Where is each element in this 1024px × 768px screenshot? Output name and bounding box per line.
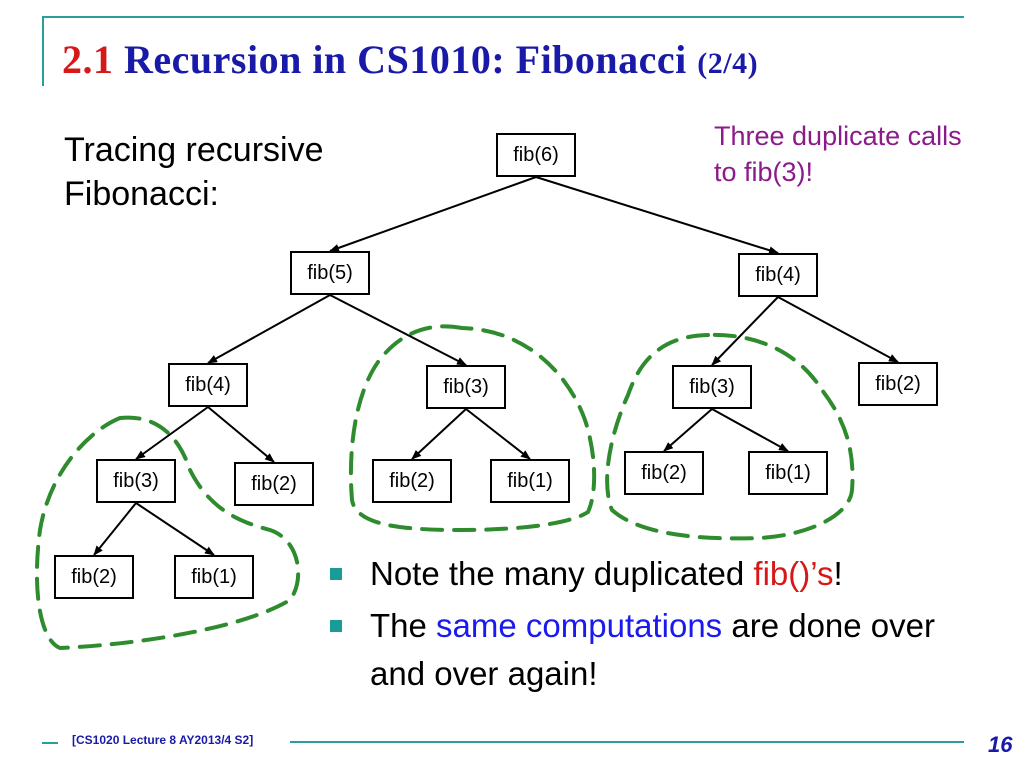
tree-node-n2r: fib(2) bbox=[624, 451, 704, 495]
tree-node-n1r: fib(1) bbox=[748, 451, 828, 495]
tree-node-n2ll: fib(2) bbox=[54, 555, 134, 599]
title-number: 2.1 bbox=[62, 37, 114, 82]
footer-label: [CS1020 Lecture 8 AY2013/4 S2] bbox=[72, 733, 254, 747]
dashed-outline-fib3-middle bbox=[348, 324, 597, 533]
bullet-text-part: The bbox=[370, 607, 437, 644]
tree-node-n6: fib(6) bbox=[496, 133, 576, 177]
bullet-text-part: same computations bbox=[436, 607, 723, 644]
edge-n3l-to-n2ll bbox=[93, 502, 137, 556]
intro-text: Tracing recursive Fibonacci: bbox=[64, 131, 324, 213]
edge-n5-to-n3m bbox=[329, 294, 467, 366]
duplicate-subtree-outlines bbox=[34, 324, 855, 651]
bullet-item: The same computations are done over and … bbox=[330, 602, 990, 698]
bullet-text-part: are done over and over again! bbox=[370, 607, 935, 692]
edge-n3m-to-n2m bbox=[411, 408, 467, 460]
duplicate-note: Three duplicate calls to fib(3)! bbox=[714, 121, 962, 187]
bullet-square-icon bbox=[330, 568, 342, 580]
tree-node-n1m: fib(1) bbox=[490, 459, 570, 503]
tree-node-n2m: fib(2) bbox=[372, 459, 452, 503]
bullet-text-part: fib()’s bbox=[753, 555, 834, 592]
edge-n4r-to-n3r bbox=[711, 296, 779, 366]
footer-line bbox=[290, 741, 964, 743]
footer-dash bbox=[42, 742, 58, 744]
bullet-item: Note the many duplicated fib()’s! bbox=[330, 550, 990, 598]
edge-n3l-to-n1ll bbox=[135, 502, 215, 556]
bullet-list: Note the many duplicated fib()’s!The sam… bbox=[330, 550, 990, 702]
tree-node-n2rr: fib(2) bbox=[858, 362, 938, 406]
edge-n4l-to-n3l bbox=[135, 406, 209, 460]
page-number: 16 bbox=[988, 732, 1013, 757]
edge-n5-to-n4l bbox=[207, 294, 331, 364]
tree-node-n3m: fib(3) bbox=[426, 365, 506, 409]
tree-node-n4r: fib(4) bbox=[738, 253, 818, 297]
tree-node-n4l: fib(4) bbox=[168, 363, 248, 407]
bullet-square-icon bbox=[330, 620, 342, 632]
edge-n3r-to-n1r bbox=[711, 408, 789, 452]
edge-n4l-to-n2l bbox=[207, 406, 275, 463]
tree-node-n2l: fib(2) bbox=[234, 462, 314, 506]
slide-title: 2.1 Recursion in CS1010: Fibonacci (2/4) bbox=[62, 36, 758, 83]
tree-node-n1ll: fib(1) bbox=[174, 555, 254, 599]
edge-n4r-to-n2rr bbox=[777, 296, 899, 363]
tree-node-n5: fib(5) bbox=[290, 251, 370, 295]
tree-node-n3r: fib(3) bbox=[672, 365, 752, 409]
bullet-text-part: Note the many duplicated bbox=[370, 555, 754, 592]
edge-n6-to-n5 bbox=[329, 176, 537, 252]
dashed-outline-fib3-left bbox=[34, 415, 301, 651]
tree-edges bbox=[93, 176, 899, 556]
title-text: Recursion in CS1010: Fibonacci bbox=[124, 37, 687, 82]
edge-n6-to-n4r bbox=[535, 176, 779, 255]
tree-node-n3l: fib(3) bbox=[96, 459, 176, 503]
edge-n3r-to-n2r bbox=[663, 408, 713, 452]
dashed-outline-fib3-right bbox=[605, 332, 855, 541]
frame-left-line bbox=[42, 16, 44, 86]
frame-top-line bbox=[42, 16, 964, 18]
bullet-text-part: ! bbox=[833, 555, 843, 592]
title-page: (2/4) bbox=[697, 47, 759, 80]
edge-n3m-to-n1m bbox=[465, 408, 531, 460]
